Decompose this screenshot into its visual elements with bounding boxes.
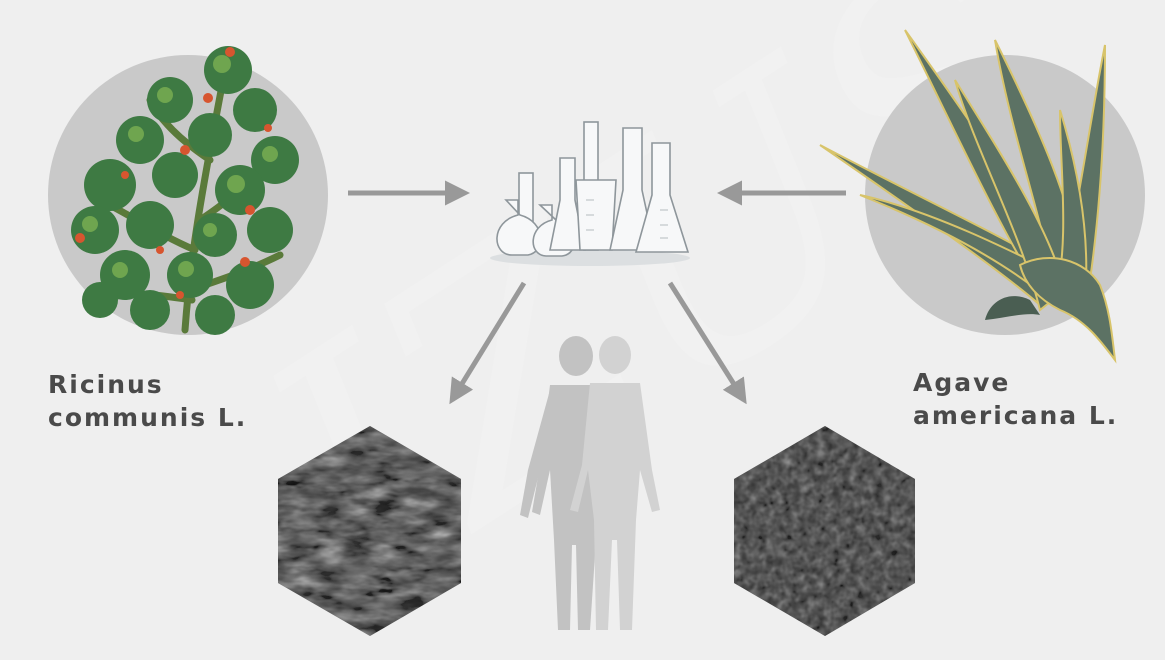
ricinus-label: Ricinus communis L.: [48, 368, 247, 434]
agave-label: Agave americana L.: [913, 366, 1118, 432]
ricinus-label-line2: communis L.: [48, 401, 247, 434]
ricinus-label-line1: Ricinus: [48, 368, 247, 401]
agave-label-line1: Agave: [913, 366, 1118, 399]
castor-plant-icon: [48, 46, 328, 335]
agave-label-line2: americana L.: [913, 399, 1118, 432]
fine-texture-hexagon: [734, 426, 915, 636]
